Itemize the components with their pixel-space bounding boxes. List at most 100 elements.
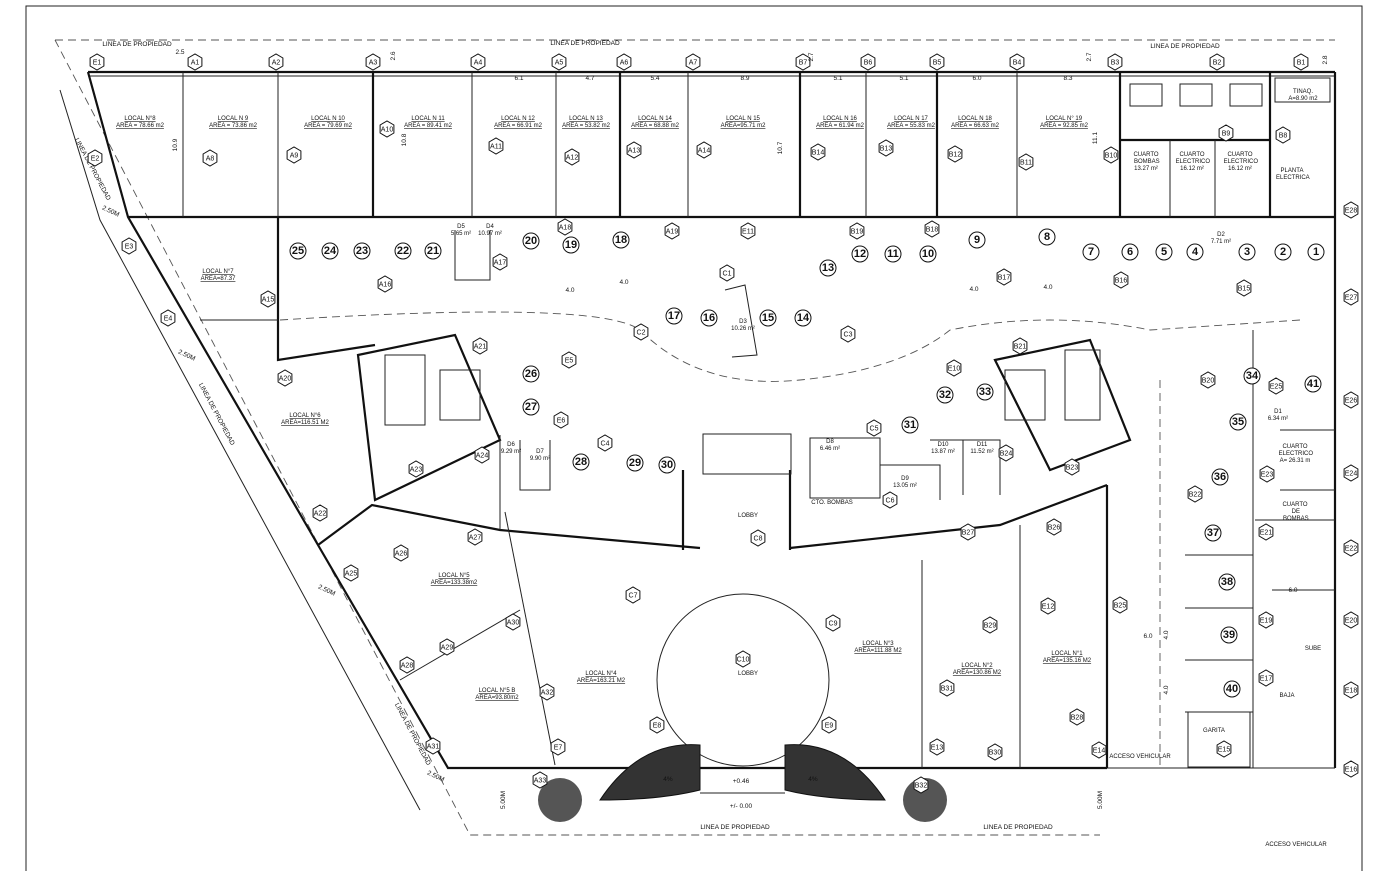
column-tag: A20 [279,376,292,383]
column-tag: E15 [1218,747,1231,754]
column-tag: B9 [1222,131,1231,138]
column-tag-icon [1343,611,1359,629]
column-tag: A15 [262,297,275,304]
column-tag-icon [343,564,359,582]
column-tag-icon [735,650,751,668]
column-tag: B14 [812,150,825,157]
column-tag-icon [377,275,393,293]
room-name: LOBBY [738,671,758,677]
parking-space-marker [1307,243,1325,261]
parking-space-marker [794,309,812,327]
column-tag-icon [187,53,203,71]
column-tag-icon [1343,201,1359,219]
column-tag-icon [987,743,1003,761]
dimension-label: 2.50M [177,349,196,363]
room-name: LOBBY [738,513,758,519]
column-tag: E1 [93,60,102,67]
parking-space-number: 10 [922,248,934,260]
column-tag-icon [1091,741,1107,759]
column-tag: B12 [949,152,962,159]
room-area: 6.46 m² [820,446,840,452]
room-name: SUBE [1305,646,1321,652]
dimension-label: 2.50M [317,584,336,598]
column-tag-icon [649,716,665,734]
column-tag-icon [312,504,328,522]
column-tag: A27 [469,535,482,542]
property-line-label: LINEA DE PROPIEDAD [102,41,172,48]
column-tag: E24 [1345,471,1358,478]
property-line-label: LINEA DE PROPIEDAD [550,40,620,47]
column-tag-icon [1018,153,1034,171]
column-tag-icon [685,53,701,71]
column-tag: E10 [948,366,961,373]
column-tag: E25 [1270,384,1283,391]
column-tag-icon [1275,126,1291,144]
column-tag: E27 [1345,295,1358,302]
local-area: AREA=116.51 M2 [281,420,329,426]
column-tag-icon [924,220,940,238]
parking-space-marker [1274,243,1292,261]
column-tag-icon [625,586,641,604]
property-line-label: LINEA DE PROPIEDAD [393,702,432,767]
parking-space-number: 40 [1226,683,1238,695]
property-line-label: LINEA DE PROPIEDAD [73,137,112,202]
column-tag-icon [982,616,998,634]
parking-space-marker [1223,680,1241,698]
column-tag-icon [825,614,841,632]
parking-space-number: 9 [974,234,980,246]
column-tag-icon [1236,279,1252,297]
dimension-label: 10.9 [172,138,179,151]
parking-space-marker [572,453,590,471]
column-tag-icon [929,738,945,756]
parking-space-number: 39 [1223,629,1235,641]
column-tag: A28 [401,663,414,670]
dimension-label: 10.8 [401,133,408,146]
local-area: AREA = 55.83 m2 [887,123,936,129]
column-tag-icon [795,53,811,71]
parking-space-marker [700,309,718,327]
column-tag-icon [633,323,649,341]
column-tag-icon [474,446,490,464]
parking-space-number: 27 [525,401,537,413]
room-name: GARITA [1203,728,1225,734]
local-area: AREA = 78.66 m2 [116,123,165,129]
column-tag: A30 [507,620,520,627]
dimension-label: 6.0 [1143,633,1152,640]
local-name: LOCAL N 12 [501,116,535,122]
room-area: A=8.90 m2 [1288,96,1318,102]
column-tag-icon [89,53,105,71]
column-tag: C2 [637,330,646,337]
room-name: CUARTO ELECTRICO [1222,152,1258,165]
parking-space-marker [1218,573,1236,591]
column-tag: B11 [1020,160,1032,167]
column-tag: E21 [1260,530,1273,537]
local-area: AREA=163.21 M2 [577,678,626,684]
parking-space-number: 2 [1280,246,1286,258]
column-tag: A19 [666,229,679,236]
column-tag-icon [505,613,521,631]
column-tag-icon [286,146,302,164]
room-area: 16.12 m² [1228,166,1252,172]
column-tag-icon [1187,485,1203,503]
column-tag-icon [1259,465,1275,483]
column-tag: E12 [1042,604,1055,611]
local-name: LOCAL N°2 [961,663,993,669]
column-tag-icon [840,325,856,343]
local-name: LOCAL N 10 [311,116,345,122]
room-name: CUARTO ELECTRICO [1277,444,1313,457]
column-tag-icon [408,460,424,478]
column-tag: E17 [1260,676,1273,683]
column-tag: C9 [829,621,838,628]
parking-space-number: 41 [1307,378,1319,390]
column-tag-icon [696,141,712,159]
room-area: 10.97 m² [478,231,502,237]
column-tag: A1 [191,60,200,67]
parking-space-marker [851,245,869,263]
column-tag-icon [1112,596,1128,614]
parking-space-marker [1155,243,1173,261]
column-tag: A3 [369,60,378,67]
column-tag-icon [472,337,488,355]
column-tag: E9 [825,723,834,730]
column-tag: A26 [395,551,408,558]
column-tag-icon [277,369,293,387]
